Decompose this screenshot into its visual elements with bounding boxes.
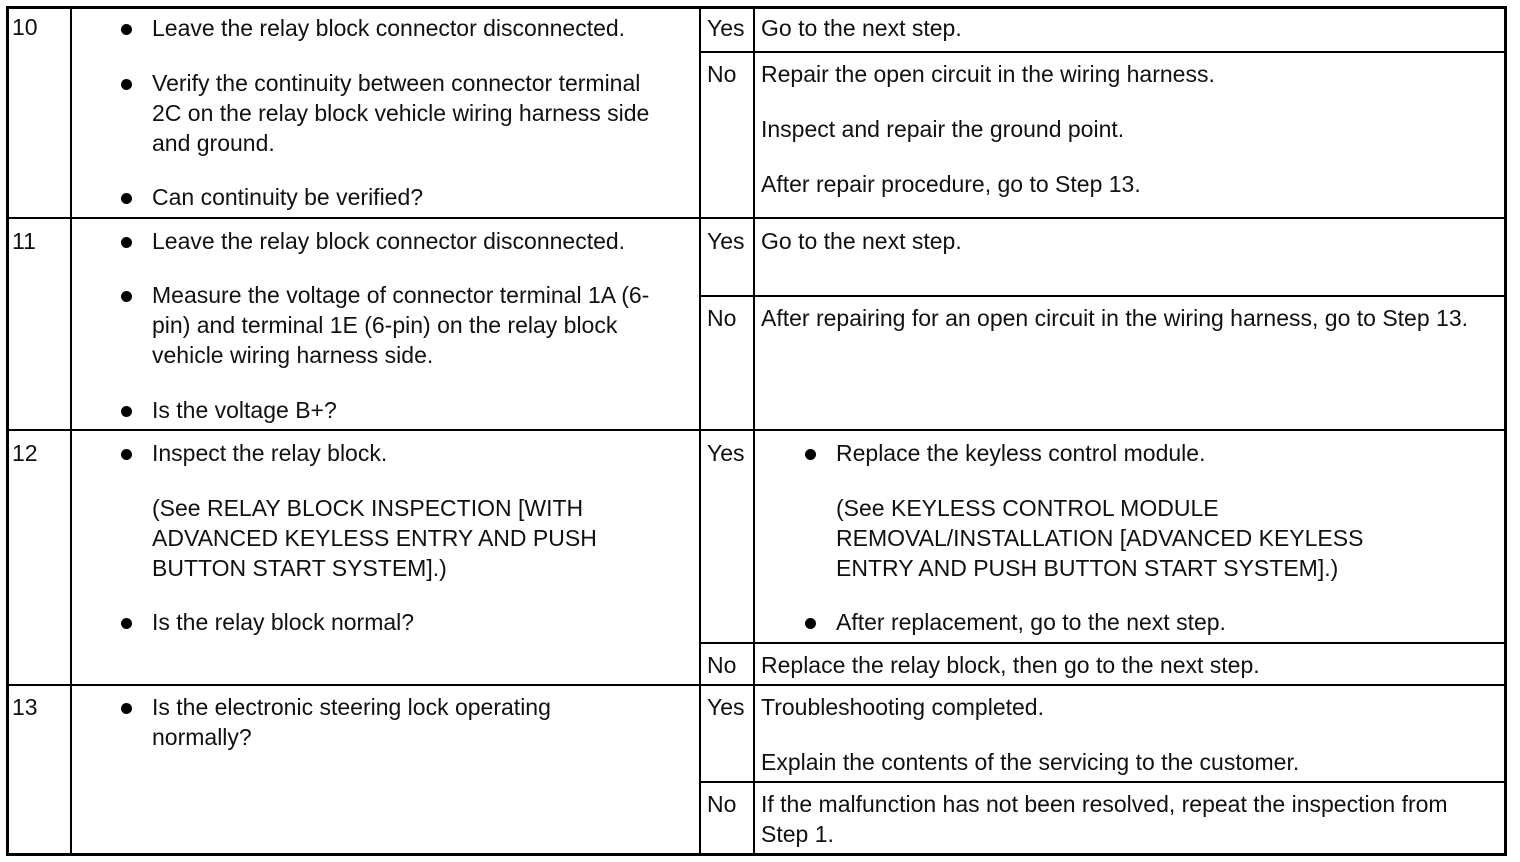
yes-label: Yes	[707, 694, 745, 720]
step-number: 13	[12, 694, 38, 720]
no-label: No	[707, 652, 737, 678]
bullet-icon	[121, 237, 132, 248]
action-text: If the malfunction has not been resolved…	[761, 791, 1448, 847]
reference-text: (See KEYLESS CONTROL MODULE REMOVAL/INST…	[836, 495, 1364, 581]
reference-text: (See RELAY BLOCK INSPECTION [WITH ADVANC…	[152, 495, 597, 581]
yes-no-divider	[699, 51, 1507, 53]
yes-no-divider	[699, 295, 1507, 297]
yes-label: Yes	[707, 440, 745, 466]
action-text: Explain the contents of the servicing to…	[761, 749, 1300, 775]
yes-no-divider	[699, 642, 1507, 644]
yes-label: Yes	[707, 228, 745, 254]
action-text: Replace the keyless control module.	[836, 440, 1206, 466]
action-text: Repair the open circuit in the wiring ha…	[761, 61, 1215, 87]
yes-label: Yes	[707, 15, 745, 41]
bullet-icon	[121, 406, 132, 417]
action-text: Replace the relay block, then go to the …	[761, 652, 1260, 678]
bullet-icon	[121, 24, 132, 35]
bullet-icon	[805, 449, 816, 460]
bullet-icon	[121, 193, 132, 204]
check-text: Leave the relay block connector disconne…	[152, 228, 626, 254]
step-number: 12	[12, 440, 38, 466]
check-text: Is the voltage B+?	[152, 397, 337, 423]
check-text: Measure the voltage of connector termina…	[152, 282, 650, 368]
row-divider	[6, 684, 1507, 686]
action-text: After repairing for an open circuit in t…	[761, 305, 1469, 331]
check-text: Verify the continuity between connector …	[152, 70, 650, 156]
row-divider	[6, 429, 1507, 431]
yes-no-divider	[699, 781, 1507, 783]
check-text: Inspect the relay block.	[152, 440, 388, 466]
action-text: Go to the next step.	[761, 15, 962, 41]
check-text: Leave the relay block connector disconne…	[152, 15, 626, 41]
check-text: Is the electronic steering lock operatin…	[152, 694, 551, 750]
column-divider-step	[70, 6, 72, 856]
no-label: No	[707, 61, 737, 87]
action-text: After replacement, go to the next step.	[836, 609, 1226, 635]
row-divider	[6, 217, 1507, 219]
action-text: Troubleshooting completed.	[761, 694, 1044, 720]
bullet-icon	[121, 79, 132, 90]
step-number: 11	[12, 228, 36, 254]
bullet-icon	[121, 703, 132, 714]
action-text: Go to the next step.	[761, 228, 962, 254]
bullet-icon	[805, 618, 816, 629]
troubleshooting-table	[6, 6, 1507, 856]
step-number: 10	[12, 14, 38, 40]
column-divider-result	[753, 6, 755, 856]
column-divider-check	[699, 6, 701, 856]
no-label: No	[707, 791, 737, 817]
check-text: Can continuity be verified?	[152, 184, 424, 210]
action-text: After repair procedure, go to Step 13.	[761, 171, 1141, 197]
bullet-icon	[121, 618, 132, 629]
action-text: Inspect and repair the ground point.	[761, 116, 1125, 142]
no-label: No	[707, 305, 737, 331]
bullet-icon	[121, 291, 132, 302]
check-text: Is the relay block normal?	[152, 609, 415, 635]
bullet-icon	[121, 449, 132, 460]
